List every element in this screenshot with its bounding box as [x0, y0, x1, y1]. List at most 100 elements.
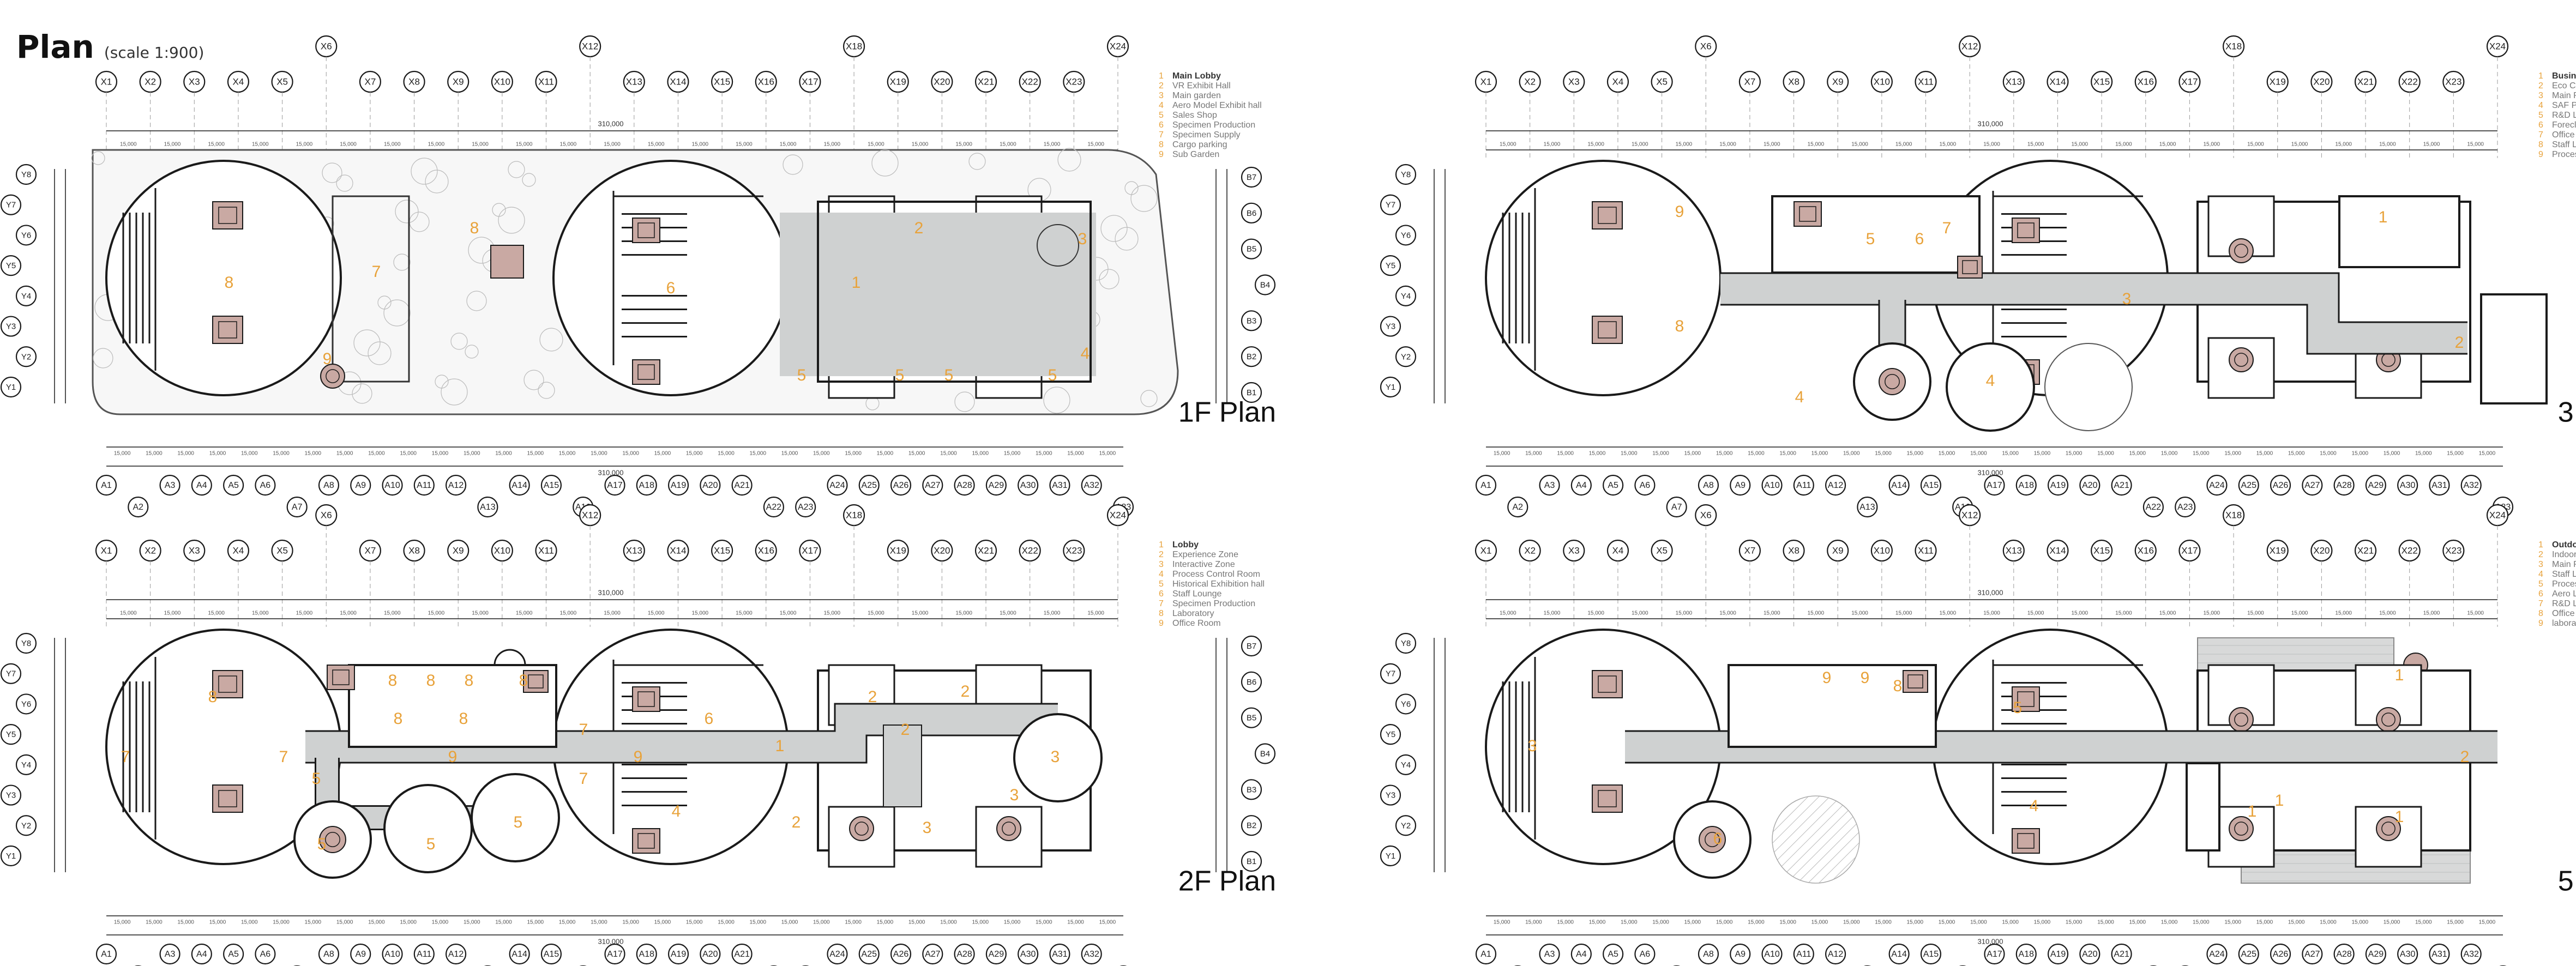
a-axis-label: A29	[2368, 950, 2384, 959]
legend-number: 6	[2538, 120, 2543, 130]
bay-dimension: 15,000	[1895, 611, 1912, 617]
y-axis-bubble	[1380, 663, 1401, 684]
room-number-label: 1	[852, 274, 861, 292]
x-axis-label: X2	[145, 76, 156, 87]
legend-number: 7	[2538, 130, 2543, 140]
x-axis-label: X18	[2225, 510, 2242, 520]
y-axis-label: Y2	[21, 821, 31, 830]
room-number-label: 6	[1713, 830, 1723, 848]
x-axis-label: X20	[934, 545, 950, 556]
x-axis-label: X7	[365, 76, 376, 87]
legend-item: Eco Challenge Hall	[2552, 81, 2576, 90]
a-axis-label: A10	[384, 481, 400, 490]
legend-item: Process Control Room	[2552, 150, 2576, 159]
legend-item: Business Game Hall	[2552, 71, 2576, 81]
b-axis-bubble	[1241, 346, 1262, 367]
right-wing-outline	[817, 201, 1092, 383]
room-number-label: 3	[2122, 290, 2132, 308]
room-number-label: 5	[797, 366, 806, 384]
a-axis-bubble	[286, 496, 308, 518]
a-axis-label: A25	[2241, 481, 2257, 490]
bay-dimension: 15,000	[241, 451, 258, 457]
bay-dimension: 15,000	[749, 920, 766, 926]
bottom-total-dimension: 310,000	[598, 468, 624, 476]
bay-dimension: 15,000	[1970, 920, 1987, 926]
y-axis-bubble	[1380, 784, 1401, 806]
bay-dimension: 15,000	[2027, 611, 2044, 617]
bay-dimension: 15,000	[2423, 611, 2440, 617]
legend-number: 3	[1159, 91, 1164, 100]
bay-dimension: 15,000	[1652, 920, 1669, 926]
a-axis-bubble	[350, 943, 371, 965]
a-axis-label: A29	[989, 950, 1004, 959]
bay-dimension: 15,000	[1044, 142, 1061, 148]
b-axis-bubble	[1241, 238, 1262, 259]
room-number-label: 5	[1866, 230, 1875, 248]
stair-core	[632, 828, 660, 854]
a-axis-label: A26	[2273, 481, 2289, 490]
garden-core	[490, 245, 524, 279]
bay-dimension: 15,000	[1557, 451, 1574, 457]
x-axis-label: X17	[2181, 76, 2198, 87]
room-number-label: 9	[1822, 669, 1832, 687]
x-axis-label: X9	[1832, 545, 1844, 556]
x-axis-label: X1	[101, 76, 112, 87]
plan-name: 5F Plan	[2558, 866, 2576, 897]
a-axis-bubble	[827, 943, 848, 965]
x-axis-label: X11	[538, 545, 554, 556]
room-number-label: 2	[868, 688, 877, 706]
bay-dimension: 15,000	[2288, 451, 2305, 457]
a-axis-label: A5	[1608, 950, 1618, 959]
landscape-tree	[1099, 269, 1120, 289]
bay-dimension: 15,000	[591, 920, 607, 926]
a-axis-bubble	[477, 496, 498, 518]
bay-dimension: 15,000	[1684, 451, 1701, 457]
bottom-total-dimension: 310,000	[1978, 937, 2003, 945]
bottom-total-dimension: 310,000	[1978, 468, 2003, 476]
bay-dimension: 15,000	[1500, 611, 1516, 617]
a-axis-bubble	[318, 474, 340, 496]
round-core-inner	[326, 369, 340, 383]
room-number-label: 2	[914, 219, 924, 237]
a-axis-bubble	[2365, 943, 2386, 965]
bay-dimension: 15,000	[1004, 451, 1021, 457]
round-room	[1946, 342, 2035, 432]
bay-dimension: 15,000	[2447, 451, 2464, 457]
x-axis-label: X19	[890, 76, 906, 87]
a-axis-label: A4	[196, 950, 207, 959]
a-axis-bubble	[2302, 943, 2323, 965]
room-number-label: 2	[961, 683, 970, 701]
a-axis-bubble	[1634, 474, 1656, 496]
landscape-tree	[1057, 148, 1081, 172]
atrium	[883, 724, 922, 807]
a-axis-bubble	[191, 474, 212, 496]
bay-dimension: 15,000	[164, 142, 181, 148]
bay-dimension: 15,000	[177, 451, 194, 457]
a-axis-label: A27	[2304, 950, 2320, 959]
x-axis-label: X15	[714, 76, 730, 87]
b-axis-bubble	[1241, 707, 1262, 728]
a-axis-label: A20	[2082, 950, 2098, 959]
stair-block	[2186, 762, 2220, 852]
a-axis-bubble	[413, 943, 435, 965]
legend-number: 7	[2538, 599, 2543, 608]
a-axis-bubble	[255, 474, 276, 496]
a-axis-bubble	[1570, 943, 1592, 965]
bay-dimension: 15,000	[428, 611, 445, 617]
a-axis-bubble	[763, 496, 785, 518]
legend-number: 7	[1159, 599, 1164, 608]
bay-dimension: 15,000	[2415, 451, 2432, 457]
x-axis-label: X17	[802, 76, 818, 87]
b-axis-bubble	[1241, 202, 1262, 224]
bay-dimension: 15,000	[1939, 920, 1955, 926]
x-axis-label: X6	[321, 41, 332, 51]
a-axis-label: A25	[862, 481, 877, 490]
x-axis-label: X22	[1022, 545, 1038, 556]
a-axis-label: A24	[2209, 481, 2225, 490]
y-axis-label: Y5	[6, 730, 16, 739]
core-inner	[637, 691, 655, 707]
bay-dimension: 15,000	[428, 142, 445, 148]
a-axis-bubble	[667, 474, 689, 496]
a-axis-bubble	[509, 943, 530, 965]
a-axis-label: A24	[829, 950, 845, 959]
